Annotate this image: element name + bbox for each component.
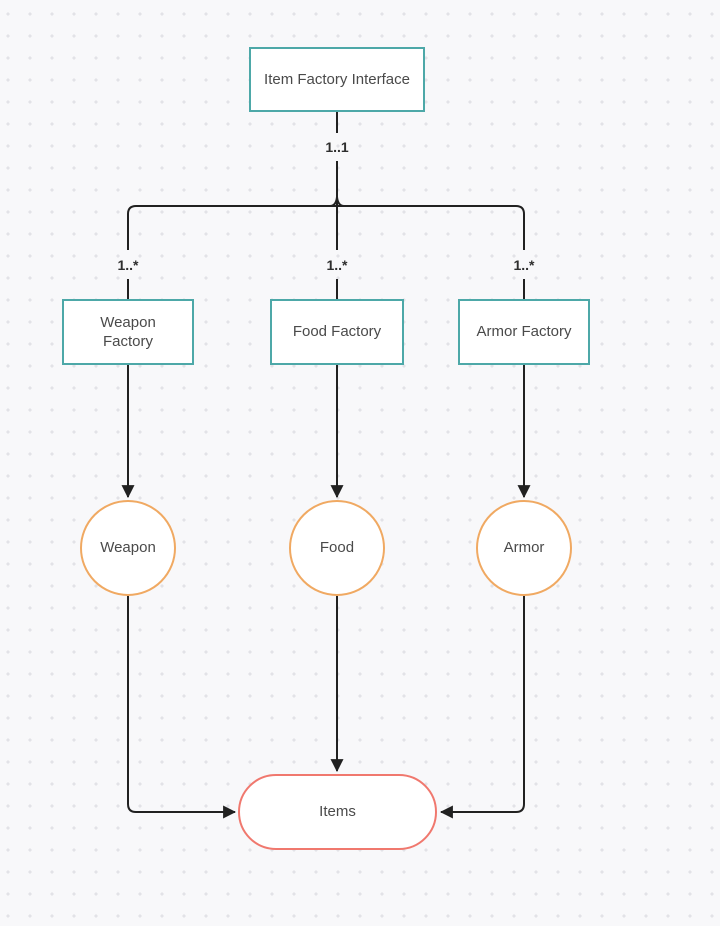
node-armor[interactable]: Armor (476, 500, 572, 596)
node-food-factory[interactable]: Food Factory (270, 299, 404, 365)
node-weapon-factory-label: Weapon Factory (100, 313, 156, 351)
node-food-factory-label: Food Factory (292, 323, 382, 341)
edge-junction-fillet-left (329, 196, 338, 207)
node-weapon-factory[interactable]: Weapon Factory (62, 299, 194, 365)
edge-label-armor-multiplicity[interactable]: 1..* (513, 257, 535, 273)
node-armor-factory-label: Armor Factory (476, 323, 572, 341)
node-armor-label: Armor (503, 539, 545, 557)
node-weapon-label: Weapon (100, 539, 156, 557)
node-items-label: Items (319, 803, 356, 821)
node-food-label: Food (319, 539, 355, 557)
edge-branch-bar[interactable] (127, 205, 525, 250)
node-food[interactable]: Food (289, 500, 385, 596)
edge-junction-fillet-right (336, 196, 345, 207)
edge-label-root-multiplicity[interactable]: 1..1 (325, 139, 349, 155)
edge-label-food-multiplicity[interactable]: 1..* (326, 257, 348, 273)
node-armor-factory[interactable]: Armor Factory (458, 299, 590, 365)
node-item-factory-interface-label: Item Factory Interface (264, 70, 410, 88)
node-item-factory-interface[interactable]: Item Factory Interface (249, 47, 425, 112)
edge-weapon-to-items[interactable] (127, 596, 237, 819)
node-items[interactable]: Items (238, 774, 437, 850)
node-weapon[interactable]: Weapon (80, 500, 176, 596)
edge-armor-to-items[interactable] (439, 596, 525, 819)
edge-label-weapon-multiplicity[interactable]: 1..* (117, 257, 139, 273)
